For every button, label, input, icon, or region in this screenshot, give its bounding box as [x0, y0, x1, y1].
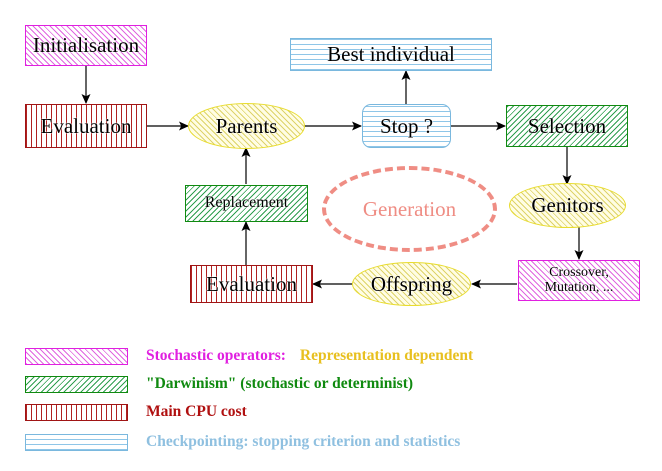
node-selection[interactable]: Selection — [506, 105, 628, 147]
legend-item-darwinism: "Darwinism" (stochastic or determinist) — [25, 372, 413, 396]
legend-swatch-red-vertical-hatch-icon — [25, 403, 128, 421]
node-stop-label: Stop ? — [379, 113, 434, 138]
legend-label-checkpointing: Checkpointing: stopping criterion and st… — [146, 433, 461, 450]
node-evaluation-top[interactable]: Evaluation — [25, 104, 147, 148]
node-initialisation[interactable]: Initialisation — [25, 25, 147, 66]
legend-swatch-green-diagonal-hatch-icon — [25, 375, 128, 393]
node-parents[interactable]: Parents — [188, 103, 305, 149]
node-evaluation-bottom-label: Evaluation — [206, 271, 297, 296]
node-initialisation-label: Initialisation — [32, 33, 140, 58]
legend-swatch-blue-horizontal-hatch-icon — [25, 433, 128, 451]
node-offspring-label: Offspring — [370, 271, 453, 296]
legend-label-darwinism: "Darwinism" (stochastic or determinist) — [146, 375, 414, 392]
legend-label-stochastic: Stochastic operators: — [146, 347, 286, 364]
legend-label-representation-dependent: Representation dependent — [299, 347, 474, 364]
node-genitors-label: Genitors — [531, 193, 604, 217]
legend-item-stochastic: Stochastic operators: Representation dep… — [25, 344, 473, 368]
node-crossover-mutation-label: Crossover, Mutation, ... — [544, 264, 614, 295]
legend-label-cpu-cost: Main CPU cost — [146, 403, 247, 420]
node-best-individual[interactable]: Best individual — [290, 38, 492, 71]
node-genitors[interactable]: Genitors — [509, 183, 626, 228]
node-best-individual-label: Best individual — [327, 42, 455, 67]
legend-swatch-magenta-diagonal-hatch-icon — [25, 347, 128, 365]
node-replacement-label: Replacement — [204, 194, 289, 212]
node-offspring[interactable]: Offspring — [352, 262, 471, 306]
node-evaluation-top-label: Evaluation — [40, 113, 132, 138]
node-stop[interactable]: Stop ? — [362, 104, 451, 148]
node-replacement[interactable]: Replacement — [185, 185, 308, 222]
legend-item-checkpointing: Checkpointing: stopping criterion and st… — [25, 430, 460, 454]
node-parents-label: Parents — [215, 113, 278, 138]
node-generation: Generation — [322, 166, 497, 252]
node-selection-label: Selection — [527, 113, 607, 138]
legend: Stochastic operators: Representation dep… — [0, 338, 662, 471]
node-generation-label: Generation — [362, 196, 457, 221]
node-crossover-mutation[interactable]: Crossover, Mutation, ... — [518, 260, 640, 301]
legend-item-cpu-cost: Main CPU cost — [25, 400, 247, 424]
node-evaluation-bottom[interactable]: Evaluation — [190, 265, 313, 303]
